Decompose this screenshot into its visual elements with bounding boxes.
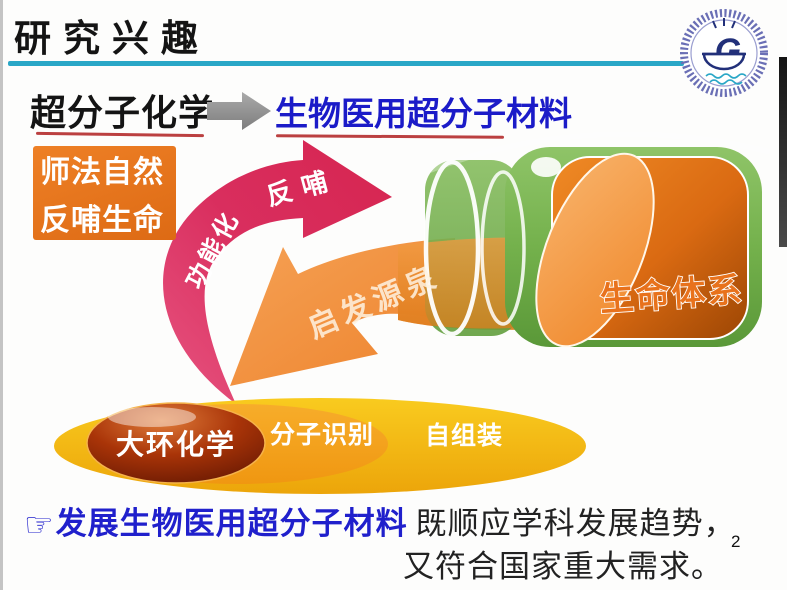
liquid-surface	[535, 152, 655, 348]
lab-logo-icon: G	[680, 9, 768, 97]
term-supramolecular-chemistry: 超分子化学	[30, 92, 216, 133]
page-number: 2	[731, 532, 741, 551]
neck-ring-outer	[423, 159, 481, 337]
right-arrow-icon	[207, 92, 271, 130]
footer-text-line1: 既顺应学科发展趋势，	[415, 506, 736, 541]
foundation-middle-label: 分子识别	[270, 421, 374, 449]
title-underline	[8, 61, 684, 66]
gloss-streak	[428, 131, 771, 173]
footer-statement: ☞ 发展生物医用超分子材料 既顺应学科发展趋势，	[24, 498, 736, 543]
right-edge-shadow	[779, 57, 787, 247]
page-title: 研究兴趣	[14, 18, 210, 59]
footer-highlight: 发展生物医用超分子材料	[55, 506, 408, 541]
neck-ring-inner	[480, 170, 526, 326]
footer-text-line2: 又符合国家重大需求。	[403, 549, 723, 584]
principle-line1: 师法自然	[40, 156, 164, 189]
foundation-inner-label: 大环化学	[116, 428, 236, 460]
foundation-ellipses	[54, 398, 586, 494]
slide-left-border	[0, 0, 3, 590]
term-biomedical-materials: 生物医用超分子材料	[275, 95, 572, 132]
principle-line2: 反哺生命	[40, 204, 164, 237]
pointing-finger-icon: ☞	[24, 506, 54, 543]
principle-box: 师法自然 反哺生命	[33, 146, 176, 240]
gloss-spot	[531, 157, 561, 177]
foundation-outer-label: 自组装	[425, 422, 503, 450]
functionalization-arrow	[163, 140, 392, 404]
